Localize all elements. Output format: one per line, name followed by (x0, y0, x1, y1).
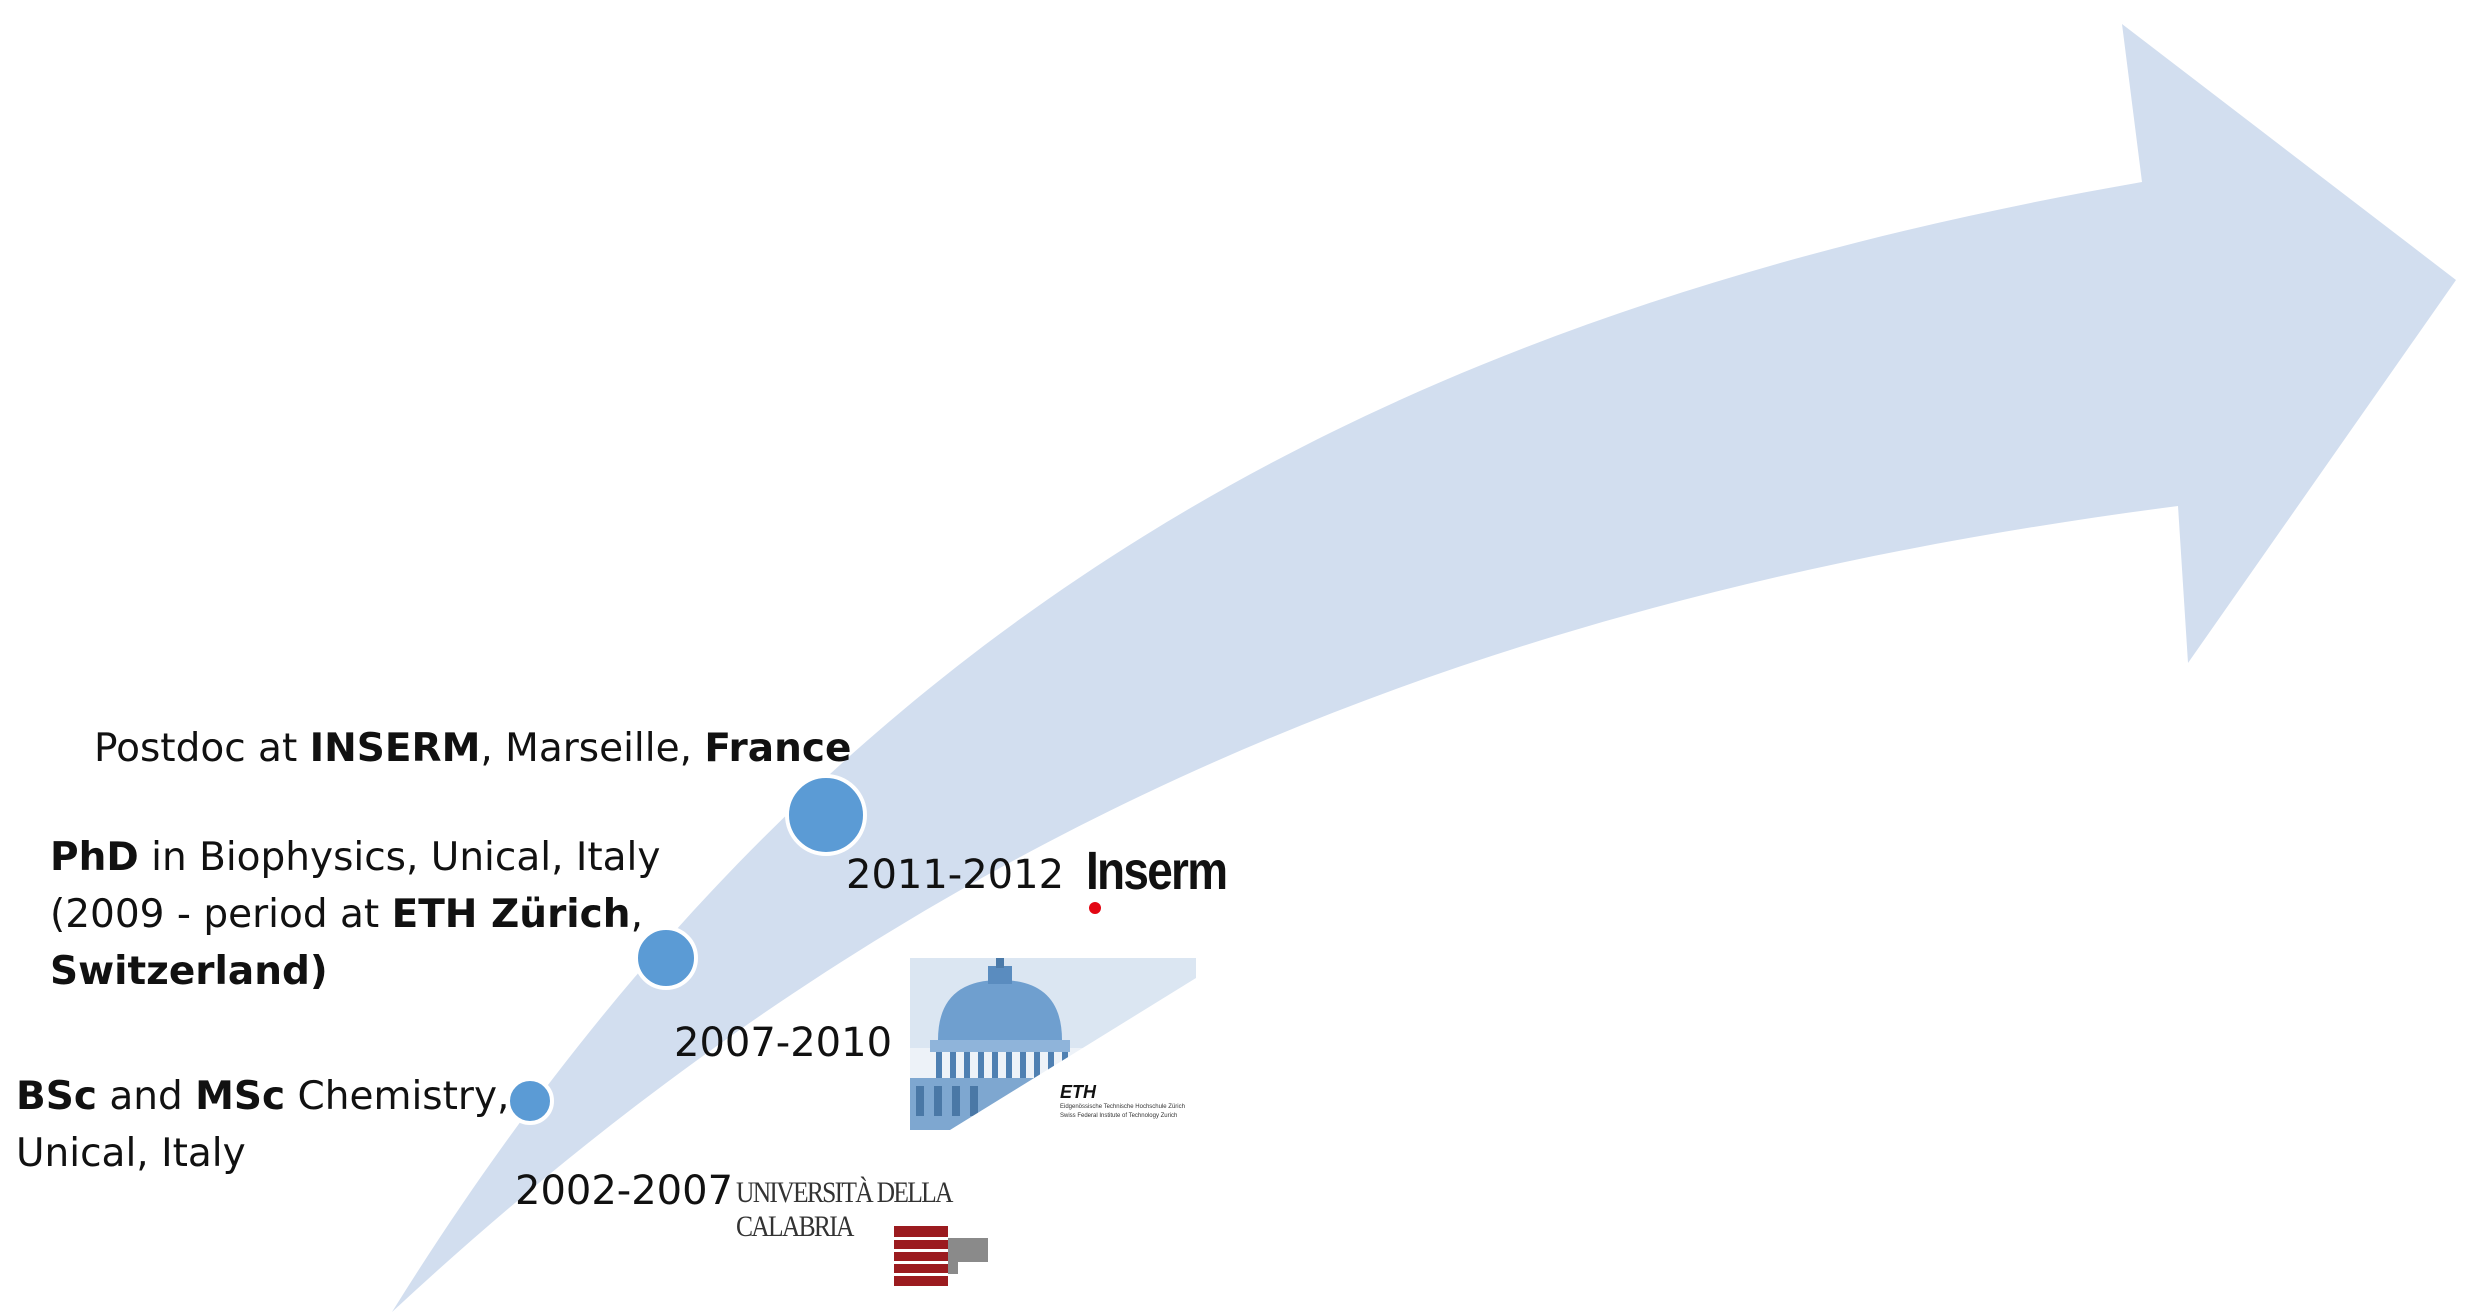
year-2002-2007: 2002-2007 (515, 1168, 734, 1214)
unical-logo: UNIVERSITÀ DELLA CALABRIA (736, 1170, 1116, 1310)
eth-logo-text: ETH (1060, 1082, 1096, 1102)
inserm-logo: Inserm (1086, 840, 1258, 920)
inserm-logo-text: Inserm (1086, 841, 1228, 901)
milestone-label-postdoc: Postdoc at INSERM, Marseille, France (94, 726, 852, 771)
curved-arrow (392, 24, 2456, 1312)
phd-line-3: Switzerland) (50, 949, 328, 994)
milestone-dot-2007 (634, 926, 698, 990)
milestone-dot-2011 (785, 774, 867, 856)
bsc-line-2: Unical, Italy (16, 1131, 246, 1176)
milestone-label-bsc-msc: BSc and MSc Chemistry, Unical, Italy (16, 1068, 509, 1182)
eth-logo-subtitle-2: Swiss Federal Institute of Technology Zu… (1060, 1113, 1178, 1119)
unical-logo-text: UNIVERSITÀ DELLA CALABRIA (736, 1176, 952, 1243)
eth-building-image (910, 958, 1196, 1130)
phd-line-1: PhD in Biophysics, Unical, Italy (50, 835, 661, 880)
eth-logo-subtitle-1: Eidgenössische Technische Hochschule Zür… (1060, 1104, 1185, 1110)
milestone-dot-2002 (506, 1077, 554, 1125)
eth-logo: ETH Eidgenössische Technische Hochschule… (910, 958, 1196, 1130)
phd-line-2: (2009 - period at ETH Zürich, (50, 892, 643, 937)
bsc-line-1: BSc and MSc Chemistry, (16, 1074, 510, 1119)
unical-emblem (894, 1226, 988, 1286)
year-2007-2010: 2007-2010 (674, 1020, 893, 1066)
milestone-label-phd: PhD in Biophysics, Unical, Italy (2009 -… (50, 829, 660, 1000)
year-2011-2012: 2011-2012 (846, 852, 1065, 898)
inserm-logo-dot (1089, 902, 1101, 914)
